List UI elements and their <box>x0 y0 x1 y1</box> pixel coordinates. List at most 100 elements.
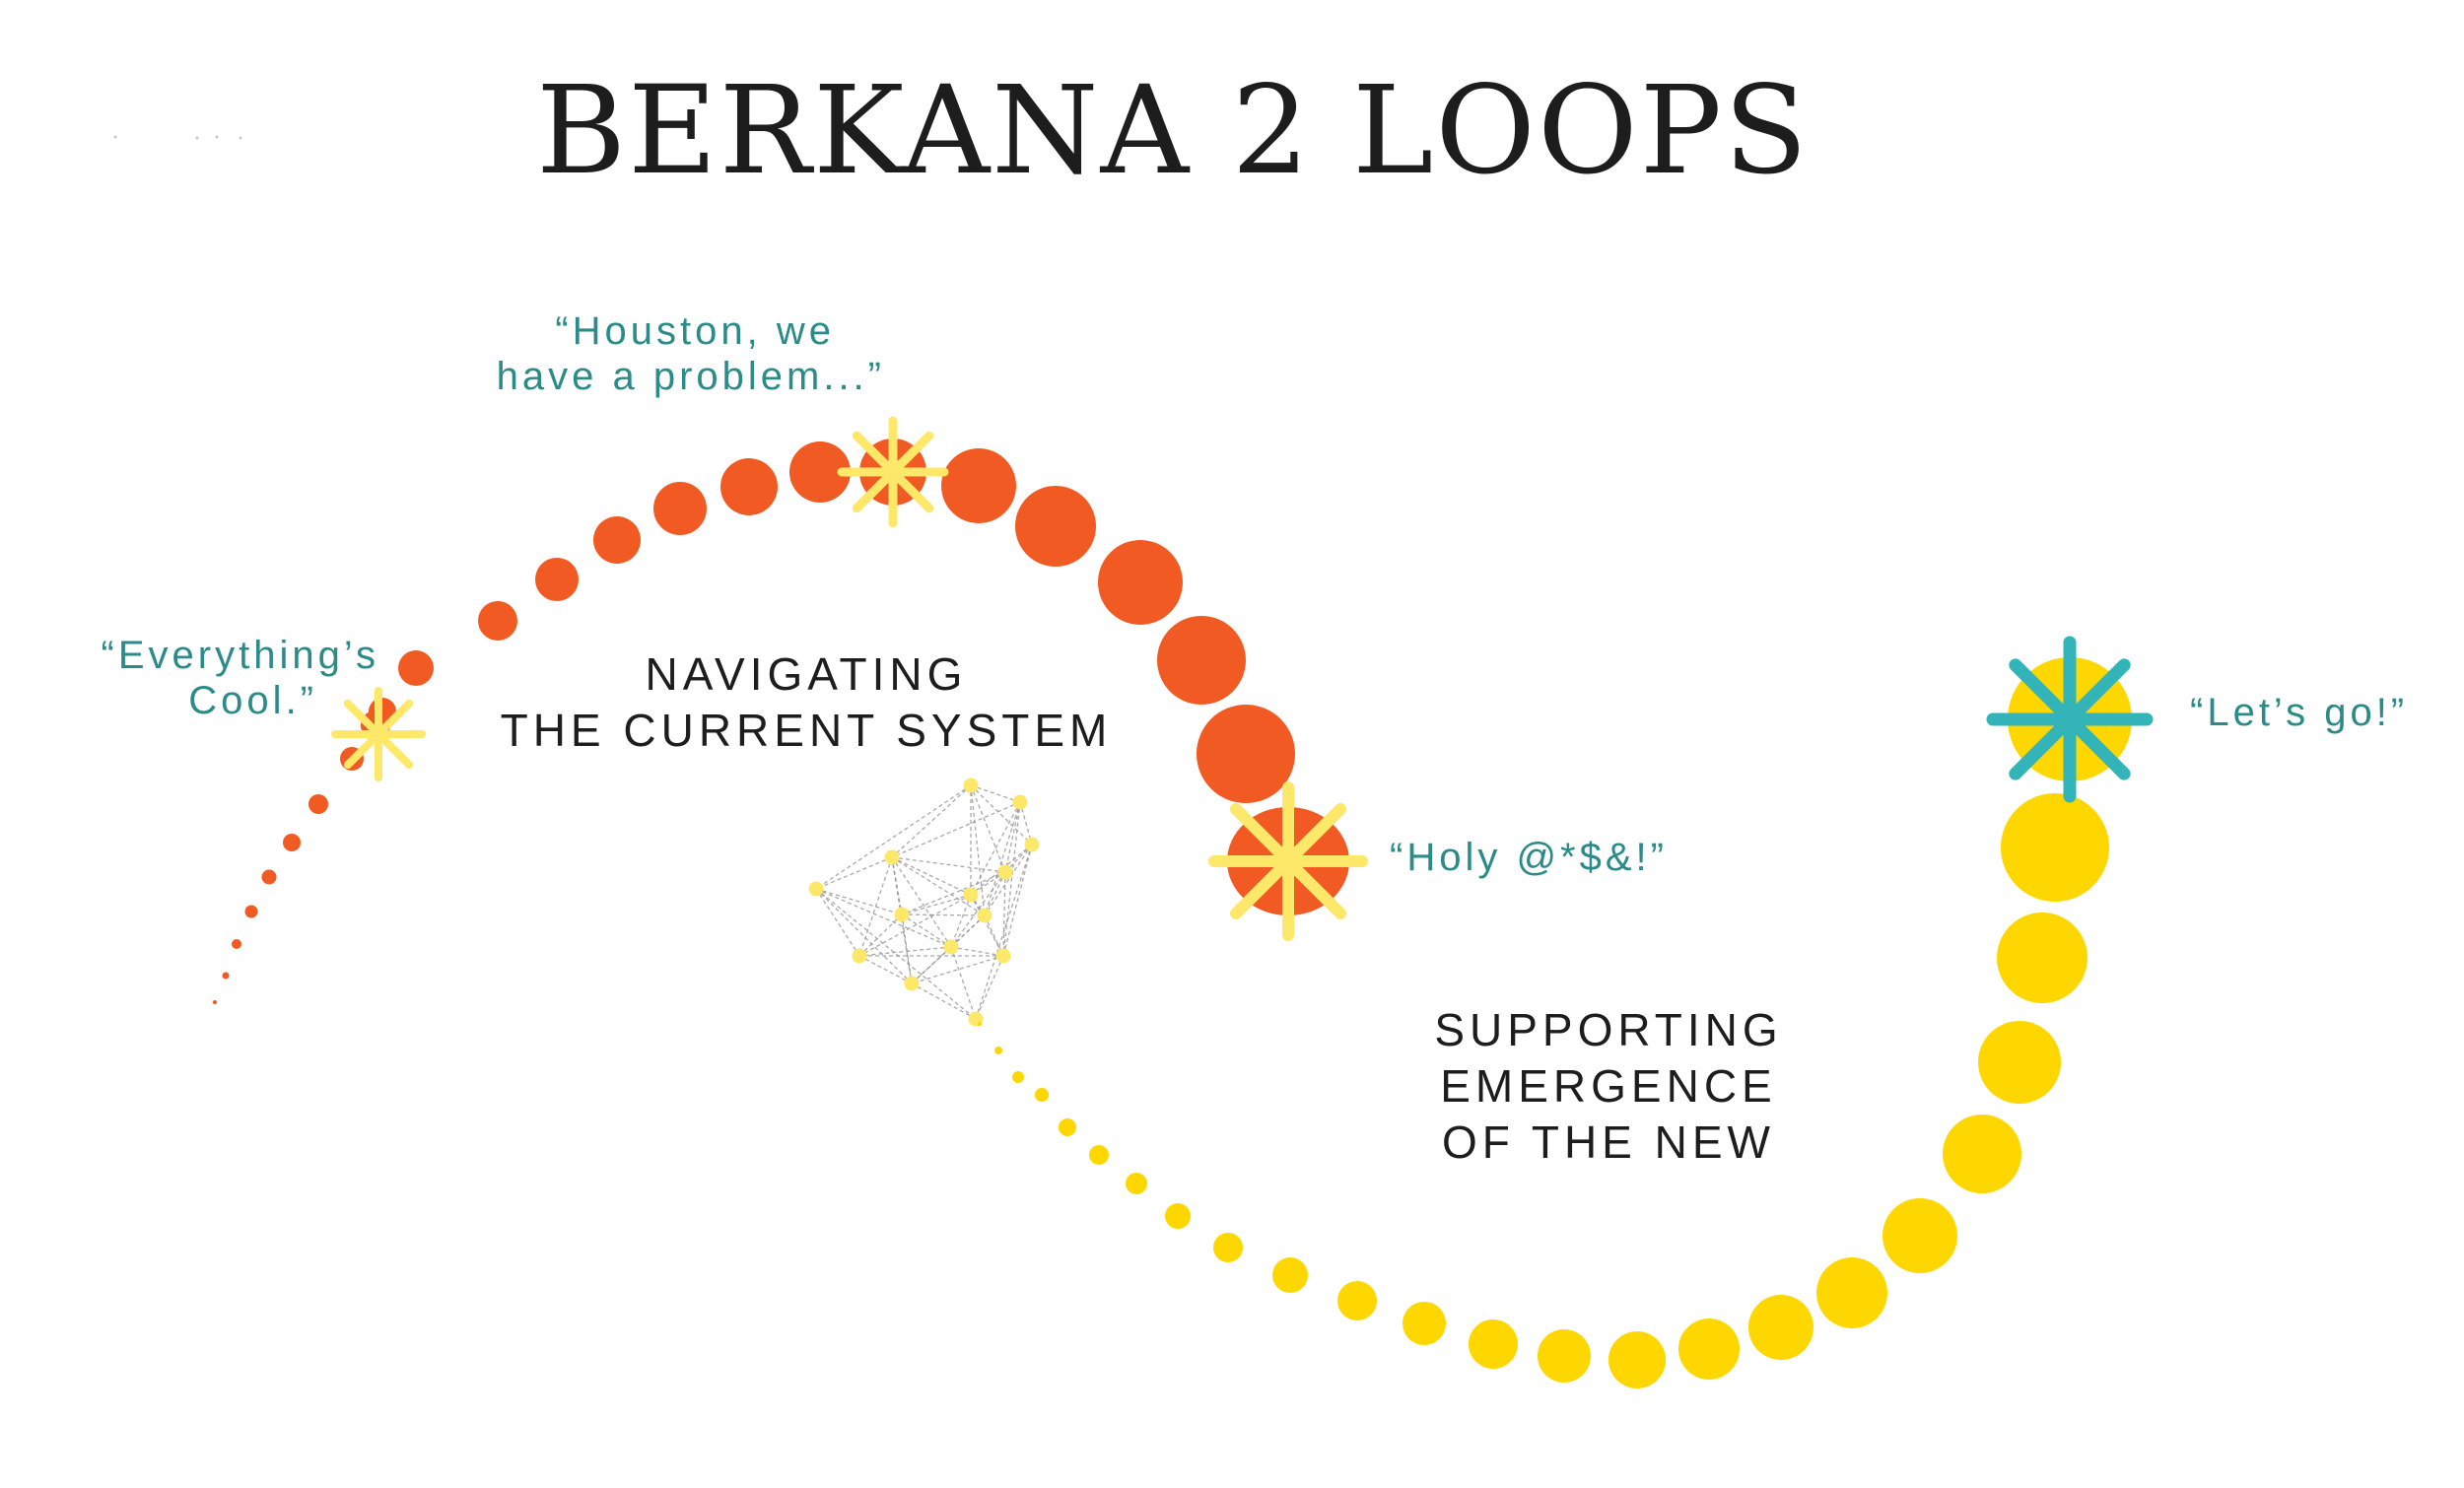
network-edge <box>984 871 1006 916</box>
quote-lets-go-line-1: “Let’s go!” <box>2190 691 2408 734</box>
navigating-label-line-1: NAVIGATING <box>646 648 968 700</box>
network-edge <box>950 871 1006 948</box>
old-loop-dot <box>535 558 579 601</box>
quote-everythings-cool-line-2: Cool.” <box>188 679 317 722</box>
network-edge <box>891 856 972 896</box>
network-edge <box>815 784 972 890</box>
network-edge <box>815 888 903 915</box>
network-edge <box>911 946 952 984</box>
new-loop-dot <box>1165 1203 1191 1229</box>
network-edge <box>891 784 972 858</box>
old-loop-dot <box>213 1000 217 1004</box>
new-loop-dot <box>1213 1233 1243 1262</box>
old-loop-dot <box>222 972 230 980</box>
supporting-label: SUPPORTING EMERGENCE OF THE NEW <box>1434 1004 1782 1168</box>
network-edge <box>911 955 1004 984</box>
old-loop-dot <box>398 650 434 686</box>
new-loop-dot <box>1035 1088 1049 1102</box>
network-node <box>884 849 900 865</box>
old-loop-dot <box>653 482 707 535</box>
old-loop-dot <box>261 869 277 885</box>
supporting-label-line-1: SUPPORTING <box>1434 1004 1782 1055</box>
network-edge <box>970 784 986 916</box>
old-loop-dot <box>478 601 517 641</box>
network-edge <box>975 844 1033 1020</box>
new-loop-dot <box>1538 1329 1591 1383</box>
old-loop-dot <box>1098 540 1183 625</box>
old-loop-dot <box>232 939 241 949</box>
network-edge <box>1004 801 1021 873</box>
supporting-label-line-3: OF THE NEW <box>1442 1116 1775 1168</box>
network-edge <box>975 955 1004 1020</box>
network-edge <box>1002 871 1006 957</box>
diagram-title: BERKANA 2 LOOPS <box>536 60 1810 202</box>
network-edge <box>970 784 1006 873</box>
network-edge <box>970 844 1033 896</box>
network-edge <box>815 856 893 890</box>
navigating-label: NAVIGATING THE CURRENT SYSTEM <box>501 648 1113 756</box>
old-loop-dot <box>1157 616 1246 705</box>
network-edge <box>858 946 952 957</box>
network-node <box>808 881 824 897</box>
supporting-label-line-2: EMERGENCE <box>1440 1060 1776 1112</box>
old-loop-dot <box>941 448 1016 523</box>
faint-marks <box>113 135 242 140</box>
network-edge <box>970 784 1021 803</box>
stars-layer <box>331 416 2154 941</box>
new-loop-dot <box>1089 1145 1109 1165</box>
new-loop-dot <box>1748 1295 1814 1360</box>
network-graph <box>808 778 1040 1027</box>
network-node <box>963 887 979 903</box>
star-icon-lets-go <box>1986 636 2154 803</box>
network-edge <box>950 946 977 1020</box>
new-loop-dot <box>1678 1319 1740 1380</box>
network-edge <box>815 888 860 957</box>
new-loop-dot <box>1997 913 2088 1003</box>
new-loop-dot <box>1943 1115 2021 1193</box>
quote-everythings-cool-line-1: “Everything’s <box>102 634 379 677</box>
network-node <box>963 778 979 793</box>
quote-everythings-cool: “Everything’s Cool.” <box>102 634 379 722</box>
network-edge <box>1002 801 1021 957</box>
network-node <box>943 939 959 955</box>
star-icon-everythings-cool <box>331 687 426 781</box>
network-edge <box>984 844 1033 916</box>
network-edge <box>984 801 1021 916</box>
network-node <box>852 948 867 964</box>
network-node <box>904 976 920 991</box>
new-loop-dot <box>978 1022 982 1026</box>
network-edge <box>891 801 1021 858</box>
old-loop-dot <box>720 458 778 515</box>
quote-houston: “Houston, we have a problem...” <box>497 309 881 398</box>
network-node <box>894 907 910 922</box>
network-edge <box>891 856 1006 873</box>
network-node <box>1012 794 1028 810</box>
network-edge <box>901 871 1006 915</box>
network-edge <box>950 946 1004 957</box>
network-edge <box>911 982 977 1020</box>
network-node <box>1024 837 1040 852</box>
network-edge <box>970 801 1021 896</box>
network-edge <box>970 784 1033 845</box>
new-loop-dot <box>1608 1331 1666 1388</box>
network-edge <box>950 894 972 948</box>
old-loop-dot <box>283 834 301 851</box>
network-node <box>997 864 1013 880</box>
new-loop-dot <box>1403 1302 1446 1345</box>
network-node <box>977 908 992 923</box>
quote-houston-line-1: “Houston, we <box>555 309 835 353</box>
network-edge <box>901 913 986 916</box>
navigating-label-line-2: THE CURRENT SYSTEM <box>501 705 1113 756</box>
network-edge <box>984 914 1004 957</box>
quote-holy: “Holy @*$&!” <box>1390 836 1664 879</box>
network-edge <box>858 955 913 984</box>
new-loop-dot <box>994 1047 1002 1054</box>
star-icon-holy <box>1208 781 1368 941</box>
new-loop-dot <box>1816 1257 1887 1328</box>
network-edge <box>901 894 972 915</box>
network-edge <box>901 913 913 984</box>
network-edge <box>815 888 952 948</box>
new-loop-dot <box>2001 793 2109 902</box>
network-edge <box>815 888 913 984</box>
